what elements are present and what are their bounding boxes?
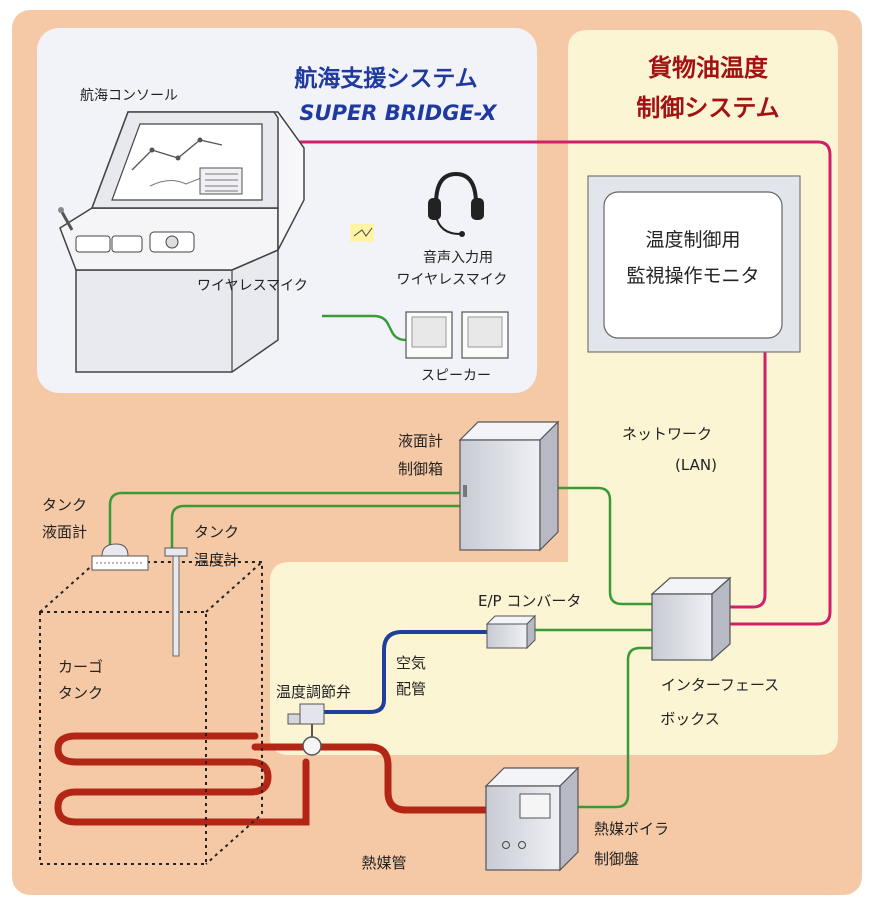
level-box-label-2: 制御箱 <box>398 460 443 478</box>
tank-level-cable <box>108 491 460 545</box>
navigation-console <box>58 111 305 373</box>
speaker-icon <box>405 311 509 359</box>
temp-valve-label: 温度調節弁 <box>276 683 351 701</box>
speaker-cable <box>322 314 407 342</box>
boiler-cable <box>578 646 688 809</box>
monitor-icon <box>587 175 801 353</box>
monitor-label-2: 監視操作モニタ <box>626 265 759 287</box>
cargo-tank <box>39 561 263 865</box>
cargo-tank-label-2: タンク <box>58 684 103 702</box>
cargo-tank-label-1: カーゴ <box>58 658 103 676</box>
console-label: 航海コンソール <box>80 88 178 104</box>
boiler-control-panel <box>484 766 580 872</box>
temperature-valve <box>287 703 325 756</box>
tank-temp-label-2: 温度計 <box>194 551 239 569</box>
cargo-system-title-2: 制御システム <box>636 94 779 122</box>
boiler-label-1: 熱媒ボイラ <box>594 820 669 838</box>
monitor-label-1: 温度制御用 <box>645 229 740 251</box>
air-pipe-label-1: 空気 <box>396 654 426 672</box>
nav-system-title: 航海支援システム <box>294 65 477 92</box>
speaker-label: スピーカー <box>421 368 491 384</box>
network-label-2: (LAN) <box>675 456 717 474</box>
ep-converter <box>485 614 537 650</box>
tank-temp-cable <box>170 504 460 548</box>
nav-system-subtitle: SUPER BRIDGE-X <box>299 101 498 125</box>
air-pipe-label-2: 配管 <box>396 680 426 698</box>
headset-icon <box>428 171 484 237</box>
heating-pipe-coil <box>54 732 496 826</box>
headset-label-1: 音声入力用 <box>423 249 493 266</box>
interface-box-label-2: ボックス <box>660 710 720 728</box>
tank-temp-label-1: タンク <box>194 523 239 541</box>
headset-label-2: ワイヤレスマイク <box>397 272 508 288</box>
tank-level-gauge <box>91 543 149 571</box>
cargo-system-title-1: 貨物油温度 <box>648 54 769 82</box>
air-pipe <box>322 630 487 714</box>
interface-box-label-1: インターフェース <box>661 676 779 694</box>
level-box-cable <box>558 486 652 606</box>
level-control-box <box>458 420 560 552</box>
boiler-label-2: 制御盤 <box>594 850 639 868</box>
tank-level-label-2: 液面計 <box>42 523 87 541</box>
wireless-mic-label: ワイヤレスマイク <box>197 278 308 294</box>
heating-pipe-label: 熱媒管 <box>361 854 406 872</box>
level-box-label-1: 液面計 <box>398 432 443 450</box>
lan-cable-monitor <box>730 352 767 609</box>
interface-box <box>650 576 732 662</box>
tank-temperature-gauge <box>164 547 188 657</box>
ep-converter-label: E/P コンバータ <box>478 592 581 610</box>
network-label-1: ネットワーク <box>622 425 712 443</box>
voice-mic-icon <box>350 224 374 242</box>
tank-level-label-1: タンク <box>42 496 87 514</box>
lan-cable-console <box>278 140 832 626</box>
